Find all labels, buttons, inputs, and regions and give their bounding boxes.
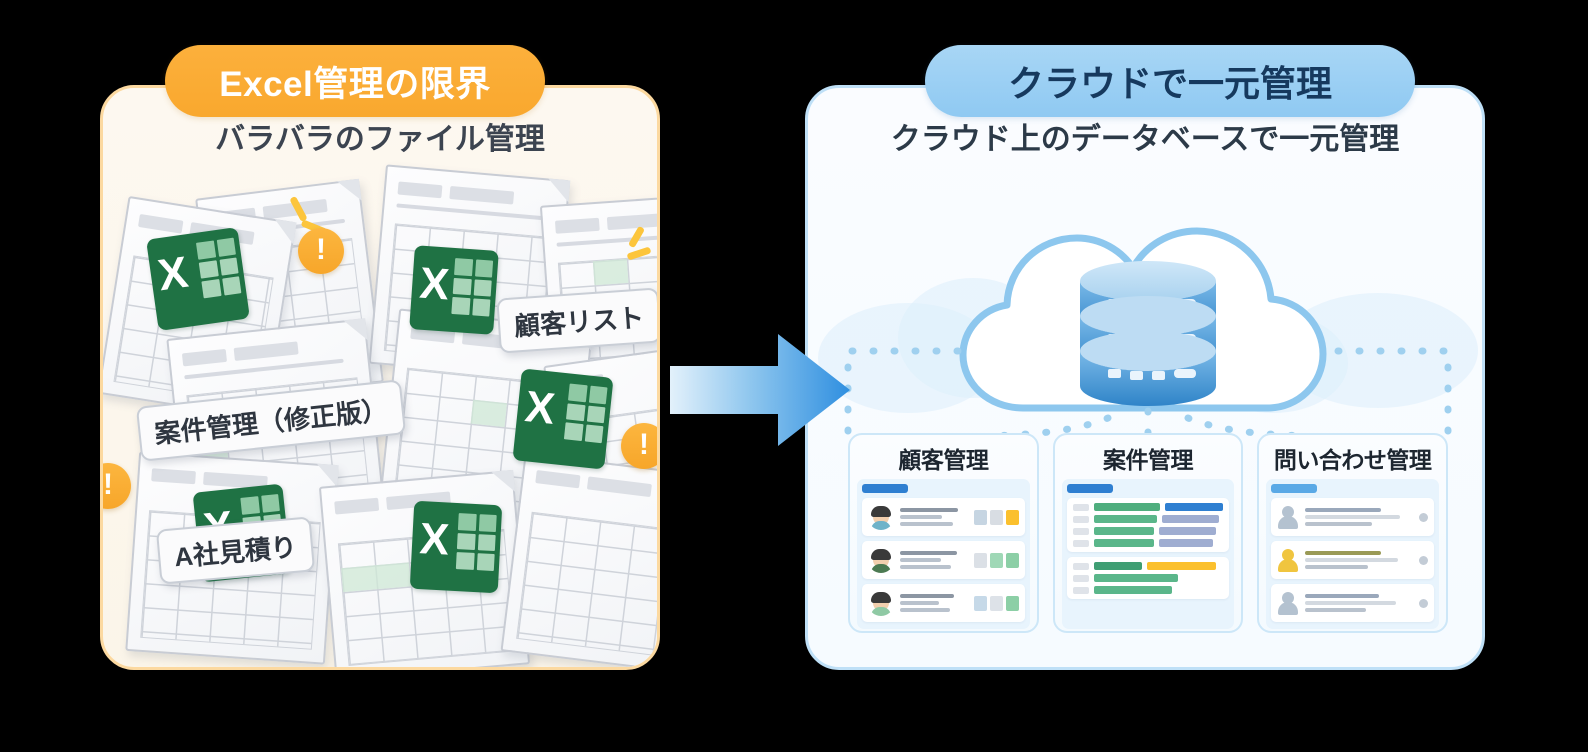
cloud-unified-panel: クラウド上のデータベースで一元管理	[805, 85, 1485, 670]
person-icon	[1277, 590, 1299, 616]
excel-grid-glyph	[451, 258, 494, 317]
window-title-bar	[1066, 484, 1113, 493]
cloud-icon	[844, 227, 1452, 452]
left-panel-title-badge: Excel管理の限界	[165, 45, 545, 117]
excel-limits-panel: バラバラのファイル管理	[100, 85, 660, 670]
excel-grid-glyph	[563, 383, 608, 444]
list-item[interactable]	[1271, 541, 1435, 579]
right-panel-title-badge: クラウドで一元管理	[925, 45, 1415, 117]
left-panel-subtitle: バラバラのファイル管理	[215, 123, 545, 156]
status-chips	[973, 552, 1019, 568]
transition-arrow	[670, 330, 850, 450]
list-item[interactable]	[862, 584, 1025, 622]
status-dot	[1419, 598, 1429, 608]
card-body	[1061, 479, 1235, 629]
list-item[interactable]	[1271, 498, 1435, 536]
avatar	[868, 590, 894, 616]
window-title-bar	[862, 484, 908, 493]
data-cards-row: 顧客管理	[848, 433, 1449, 633]
list-item[interactable]	[1271, 584, 1435, 622]
card-title: 顧客管理	[898, 447, 989, 473]
excel-file-icon: X	[409, 245, 499, 335]
table-row	[1072, 562, 1224, 570]
table-row	[1072, 527, 1224, 535]
excel-file-icon: X	[512, 368, 614, 470]
excel-grid-glyph	[195, 237, 242, 299]
status-chips	[973, 595, 1019, 611]
status-chips	[973, 509, 1019, 525]
card-inquiry-management[interactable]: 問い合わせ管理	[1257, 433, 1449, 633]
card-title: 案件管理	[1103, 447, 1193, 473]
card-body	[1266, 479, 1440, 629]
excel-file-icon: X	[146, 227, 250, 331]
file-tag-customer-list[interactable]: 顧客リスト	[496, 287, 657, 354]
text-lines	[900, 594, 968, 612]
table-row	[1072, 515, 1224, 523]
person-icon	[1277, 547, 1299, 573]
list-item[interactable]	[862, 498, 1025, 536]
left-panel-title-text: Excel管理の限界	[219, 64, 491, 104]
excel-file-icon: X	[409, 500, 503, 594]
text-lines	[1305, 594, 1413, 612]
card-title: 問い合わせ管理	[1273, 447, 1432, 473]
list-item[interactable]	[862, 541, 1025, 579]
text-lines	[1305, 551, 1413, 569]
person-icon	[1277, 504, 1299, 530]
excel-grid-glyph	[455, 513, 497, 571]
excel-x-glyph: X	[418, 514, 451, 565]
document-sheet	[500, 452, 657, 667]
text-lines	[900, 551, 968, 569]
card-project-management[interactable]: 案件管理	[1052, 433, 1244, 633]
right-panel-title-text: クラウドで一元管理	[1007, 63, 1332, 104]
warning-badge-icon: !	[621, 423, 657, 469]
avatar	[868, 547, 894, 573]
table-row	[1072, 586, 1224, 594]
status-dot	[1419, 555, 1429, 565]
arrow-icon	[670, 334, 850, 446]
text-lines	[900, 508, 968, 526]
excel-x-glyph: X	[522, 382, 558, 434]
table-row	[1072, 574, 1224, 582]
warning-badge-icon: !	[298, 228, 344, 274]
card-body	[857, 479, 1030, 629]
excel-x-glyph: X	[418, 258, 451, 310]
table-row	[1072, 503, 1224, 511]
card-customer-management[interactable]: 顧客管理	[848, 433, 1039, 633]
status-dot	[1419, 512, 1429, 522]
avatar	[868, 504, 894, 530]
cloud-database-graphic	[808, 183, 1482, 453]
excel-x-glyph: X	[155, 247, 191, 301]
table-block[interactable]	[1066, 498, 1230, 552]
table-block[interactable]	[1066, 557, 1230, 599]
table-row	[1072, 539, 1224, 547]
text-lines	[1305, 508, 1413, 526]
right-panel-subtitle: クラウド上のデータベースで一元管理	[890, 123, 1400, 156]
window-title-bar	[1271, 484, 1318, 493]
